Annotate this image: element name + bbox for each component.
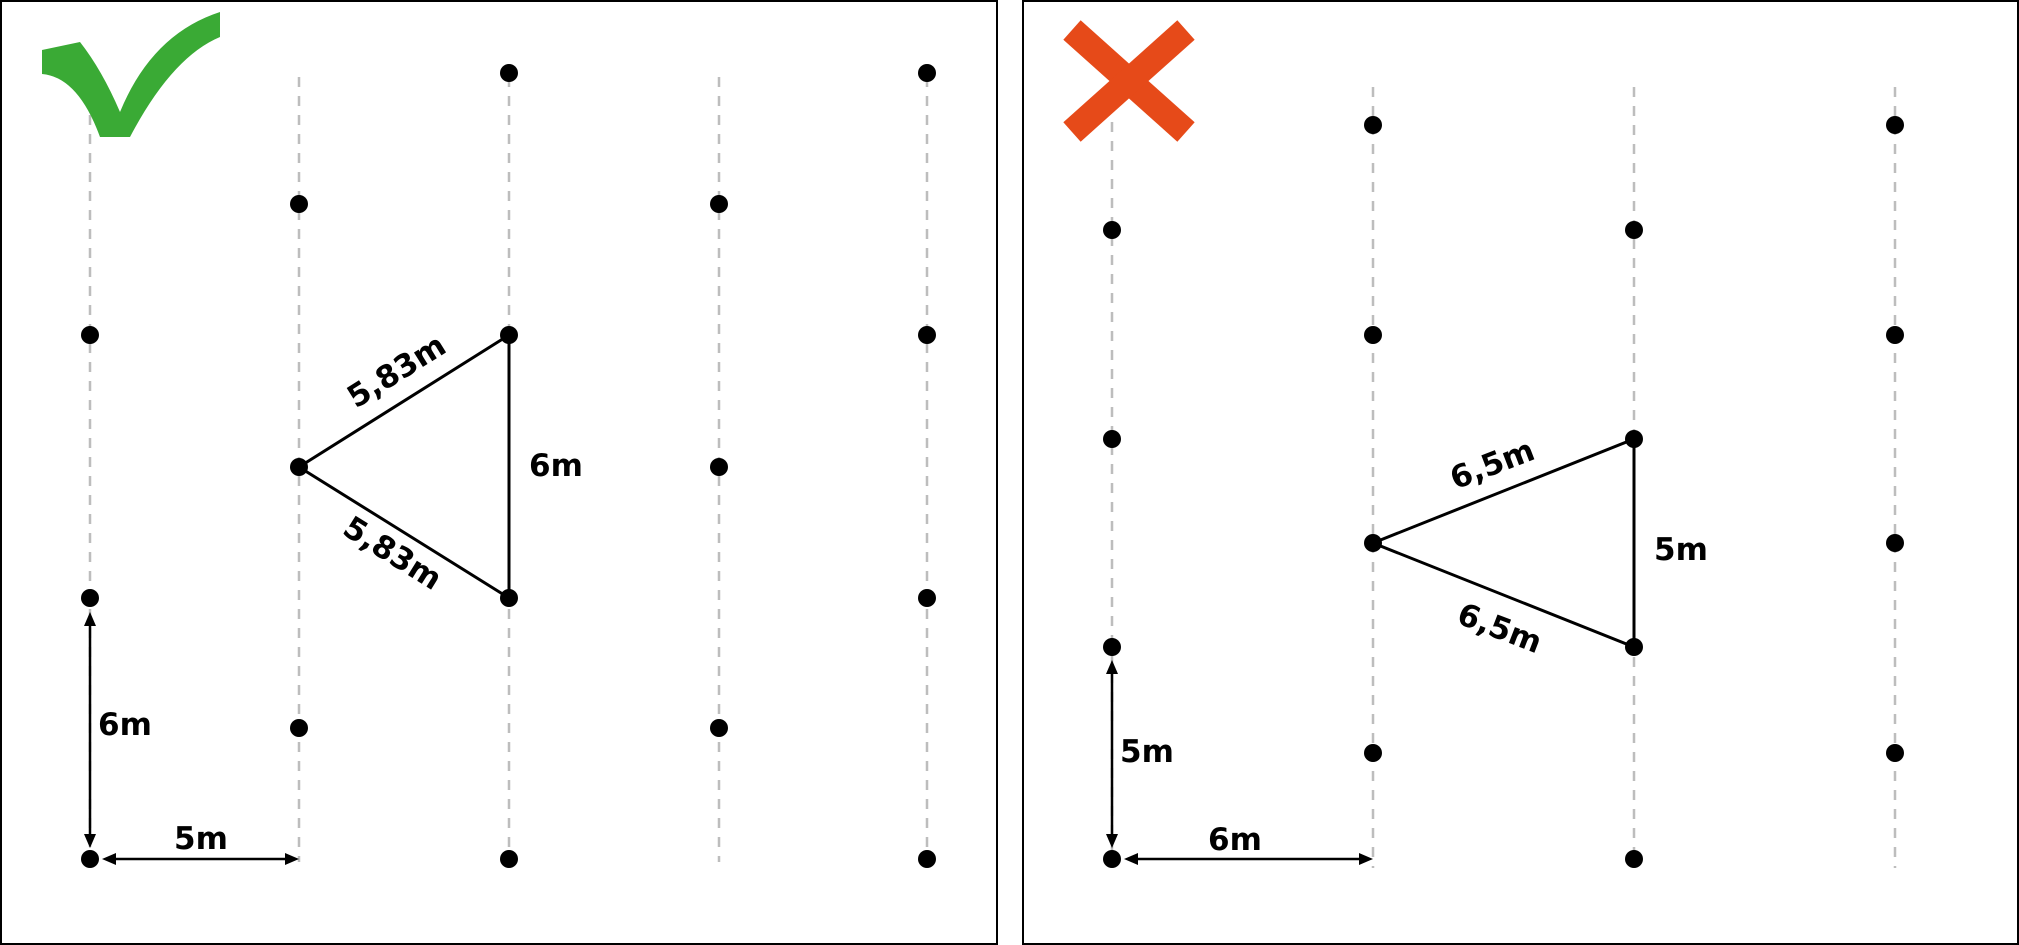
incorrect-layout-panel: 6,5m 6,5m 5m 5m 6m [1022, 0, 2019, 945]
horizontal-spacing-label: 5m [174, 821, 228, 857]
cross-icon [1063, 20, 1195, 142]
tree-point [710, 195, 728, 213]
incorrect-layout-diagram: 6,5m 6,5m 5m 5m 6m [1063, 20, 1904, 868]
tree-point [1625, 638, 1643, 656]
tree-point [290, 195, 308, 213]
tree-point [1886, 744, 1904, 762]
tree-point [1103, 638, 1121, 656]
tree-point [1103, 850, 1121, 868]
tree-point [1886, 534, 1904, 552]
tree-point [918, 326, 936, 344]
correct-layout-diagram: 5,83m 5,83m 6m 6m 5m [42, 12, 936, 868]
triangle-spacing [1368, 436, 1636, 650]
tree-point [500, 850, 518, 868]
tree-point [1886, 326, 1904, 344]
tree-point [1625, 850, 1643, 868]
tree-point [1364, 116, 1382, 134]
tree-point [710, 719, 728, 737]
triangle-spacing [296, 332, 511, 601]
vertical-spacing-label: 6m [98, 707, 152, 743]
tree-point [1364, 744, 1382, 762]
triangle-side-label: 6m [529, 448, 583, 484]
tree-point [1103, 430, 1121, 448]
tree-point [500, 326, 518, 344]
triangle-upper-label: 5,83m [341, 327, 452, 415]
triangle-lower-label: 5,83m [337, 509, 448, 597]
tree-point [1364, 326, 1382, 344]
triangle-side-label: 5m [1654, 532, 1708, 568]
vertical-spacing-label: 5m [1120, 734, 1174, 770]
correct-layout-panel: 5,83m 5,83m 6m 6m 5m [0, 0, 998, 945]
tree-point [81, 850, 99, 868]
tree-point [1103, 221, 1121, 239]
tree-point [500, 64, 518, 82]
tree-point [918, 589, 936, 607]
tree-point [1625, 430, 1643, 448]
tree-point [1364, 534, 1382, 552]
horizontal-spacing-label: 6m [1208, 822, 1262, 858]
tree-point [918, 64, 936, 82]
tree-point [81, 589, 99, 607]
tree-point [81, 326, 99, 344]
triangle-upper-label: 6,5m [1445, 432, 1539, 497]
tree-point [290, 458, 308, 476]
tree-point [710, 458, 728, 476]
tree-point [290, 719, 308, 737]
checkmark-icon [42, 12, 220, 137]
tree-point [1625, 221, 1643, 239]
tree-point [1886, 116, 1904, 134]
tree-point [918, 850, 936, 868]
tree-point [500, 589, 518, 607]
